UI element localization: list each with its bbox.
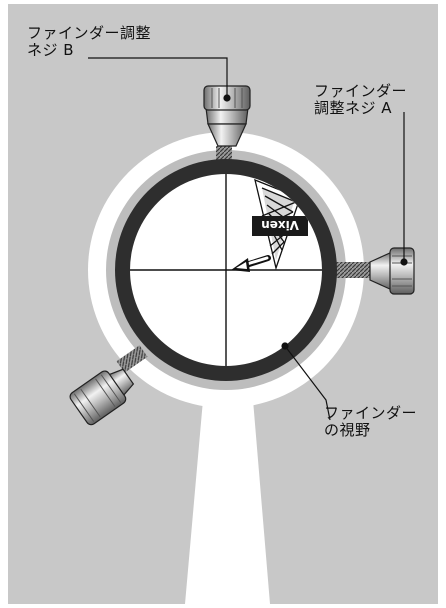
adjust-screw-a: [369, 247, 415, 295]
movement-arrow: [231, 255, 271, 272]
screw-a-thread: [336, 262, 370, 278]
callout-a-line-2: 調整ネジ A: [314, 99, 393, 117]
leader-dot-b: [223, 94, 231, 102]
callout-fov-line-1: ファインダー: [324, 404, 418, 422]
callout-fov-line-2: の視野: [324, 421, 371, 439]
fov-scene: Vixen: [252, 178, 308, 271]
reticle-brand-text: Vixen: [261, 218, 299, 232]
callout-adjust-screw-b: ファインダー調整 ネジ B: [27, 25, 151, 59]
callout-a-line-1: ファインダー: [314, 82, 408, 100]
spring-screw: [69, 368, 135, 426]
callout-finder-view: ファインダー の視野: [324, 405, 417, 439]
callout-adjust-screw-a: ファインダー 調整ネジ A: [314, 83, 407, 117]
adjust-screw-b: [203, 85, 251, 147]
callout-b-line-1: ファインダー調整: [27, 24, 152, 42]
leader-screw-b: [88, 57, 228, 98]
callout-b-line-2: ネジ B: [27, 41, 75, 59]
finder-crosshair: [130, 174, 322, 366]
leader-fov: [284, 345, 331, 421]
leader-lines: [88, 57, 405, 421]
leader-dot-a: [400, 258, 408, 266]
mount-stem: [185, 400, 270, 604]
leader-dot-fov: [281, 342, 289, 350]
screw-c-thread: [116, 345, 148, 373]
brand-plate: [252, 216, 308, 236]
